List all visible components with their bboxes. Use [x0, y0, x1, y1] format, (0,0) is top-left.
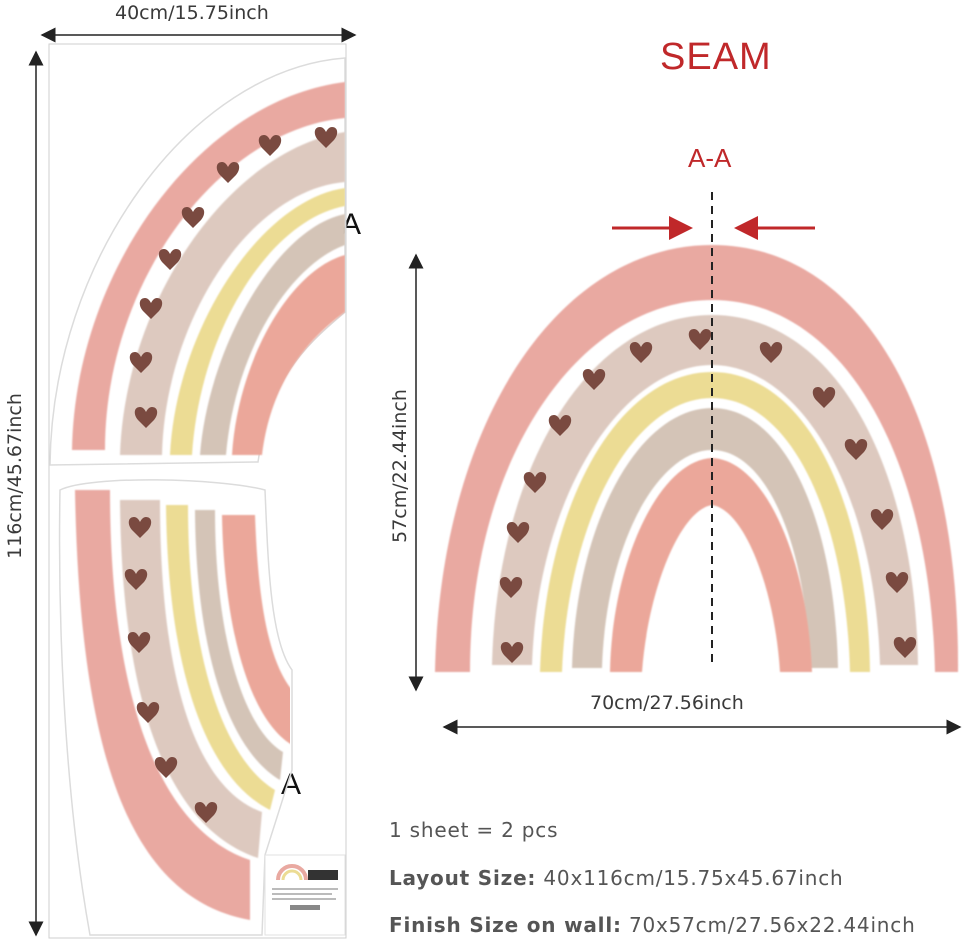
layout-size-info: Layout Size: 40x116cm/15.75x45.67inch: [389, 866, 844, 890]
finish-size-value: 70x57cm/27.56x22.44inch: [628, 913, 916, 937]
layout-size-value: 40x116cm/15.75x45.67inch: [543, 866, 844, 890]
product-label-thumbnail: [264, 854, 346, 936]
full-rainbow-hearts: [499, 329, 917, 663]
finish-size-label: Finish Size on wall:: [389, 913, 622, 937]
bottom-piece-hearts: [124, 517, 218, 823]
sheet-width-label: 40cm/15.75inch: [115, 2, 269, 24]
seam-title: SEAM: [660, 36, 772, 78]
rainbow-width-label: 70cm/27.56inch: [590, 692, 744, 714]
seam-marker-lower: A: [281, 768, 302, 801]
top-piece-hearts: [129, 127, 338, 428]
bottom-piece-cut-line: [58, 479, 293, 936]
layout-size-label: Layout Size:: [389, 866, 537, 890]
full-rainbow: [435, 245, 959, 672]
pieces-info: 1 sheet = 2 pcs: [389, 818, 559, 842]
seam-label: A-A: [688, 143, 732, 173]
bottom-piece-bands: [75, 490, 290, 920]
sheet-outline: [48, 43, 347, 939]
top-piece-bands: [72, 82, 345, 455]
finish-size-info: Finish Size on wall: 70x57cm/27.56x22.44…: [389, 913, 916, 937]
